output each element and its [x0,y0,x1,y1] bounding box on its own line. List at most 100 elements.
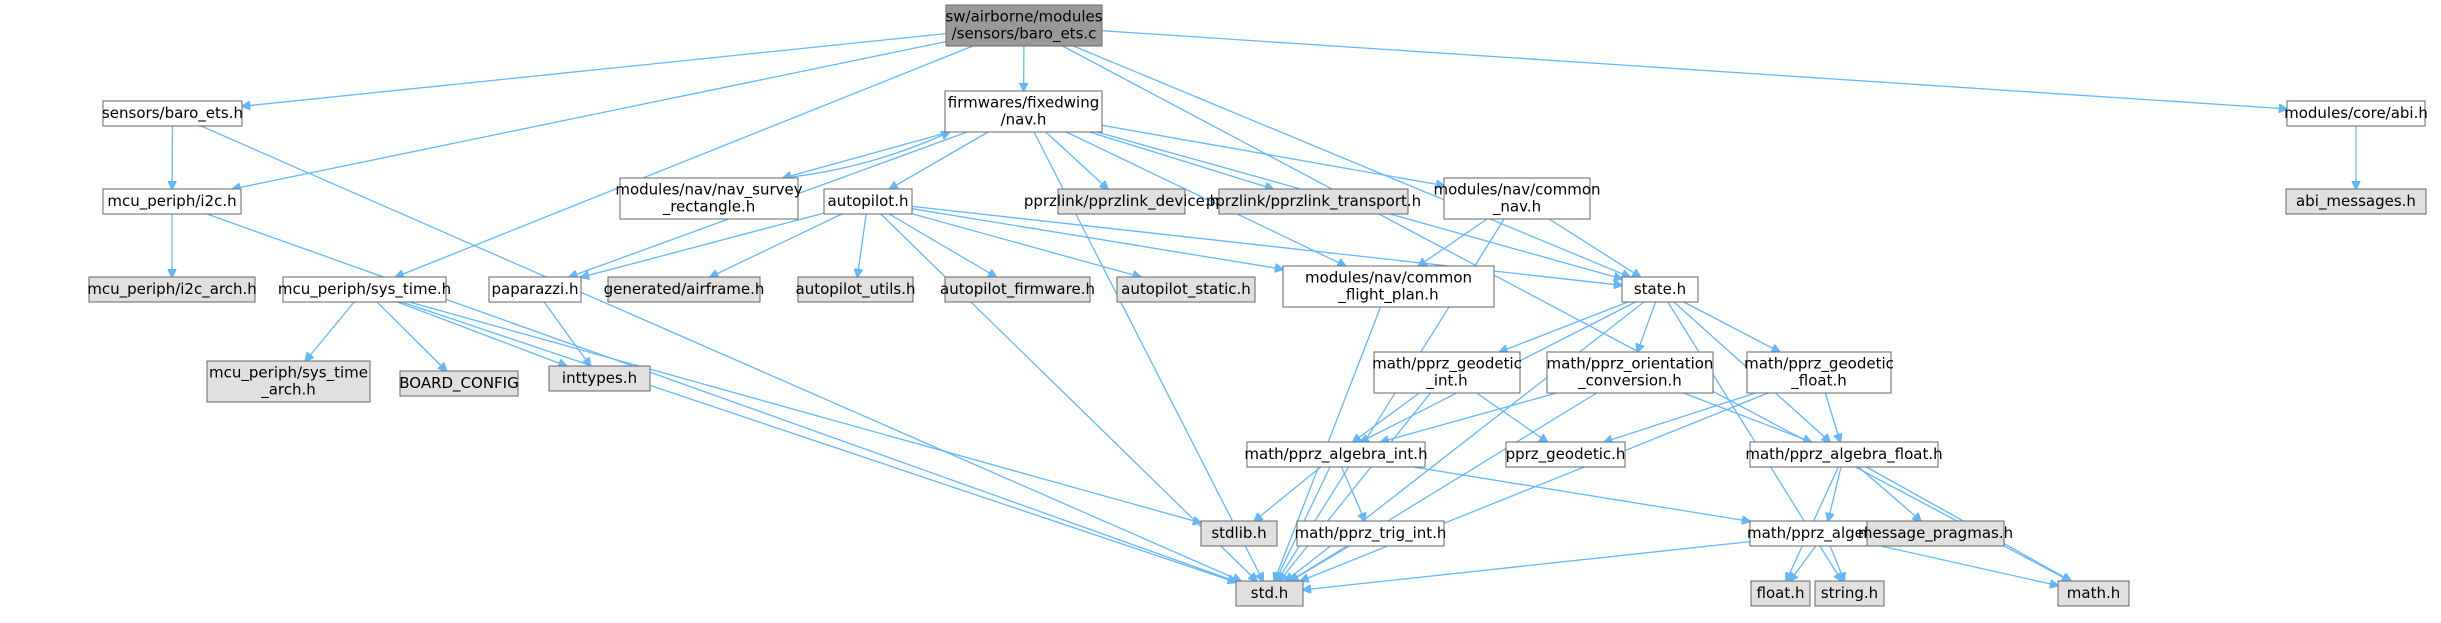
node-label: generated/airframe.h [604,280,765,298]
node-box [944,276,1091,303]
edge-n2-to-n11 [1101,124,1444,185]
node-box [1505,441,1626,468]
node-n14: generated/airframe.h [604,276,765,303]
node-n8[interactable]: autopilot.h [823,188,913,215]
node-label: _int.h [1425,372,1467,391]
node-box [619,177,799,220]
node-label: string.h [1821,584,1878,602]
node-label: abi_messages.h [2296,192,2416,211]
node-label: pprzlink/pprzlink_device.h [1024,192,1219,211]
node-n23[interactable]: math/pprz_geodetic_int.h [1372,351,1522,394]
node-label: float.h [1757,584,1805,602]
edge-n12-to-n29 [409,301,1201,523]
node-box [1443,177,1591,220]
edge-n12-to-n22 [397,301,567,366]
node-label: math/pprz_trig_int.h [1295,524,1447,543]
edge-n8-to-n15 [857,213,867,277]
node-label: math.h [2067,584,2120,602]
node-n29: stdlib.h [1200,520,1278,547]
edge-n23-to-n33 [1280,392,1432,581]
node-label: sw/airborne/modules [945,8,1102,26]
node-n27[interactable]: pprz_geodetic.h [1505,441,1626,468]
edge-n23-to-n26 [1353,392,1420,442]
node-n34: float.h [1750,580,1811,607]
node-label: modules/nav/common [1305,269,1472,287]
edge-n24-to-n28 [1683,392,1812,442]
node-box [1866,520,2005,547]
node-label: math/pprz_geodetic [1744,355,1894,374]
node-n3[interactable]: modules/core/abi.h [2284,100,2428,127]
node-n11[interactable]: modules/nav/common_nav.h [1433,177,1601,220]
node-n25[interactable]: math/pprz_geodetic_float.h [1744,351,1894,394]
node-label: autopilot_utils.h [796,280,916,299]
edge-n0-to-n12 [396,45,974,277]
node-n24[interactable]: math/pprz_orientation_conversion.h [1546,351,1714,394]
node-box [1296,520,1445,547]
node-box [1246,441,1426,468]
node-n1[interactable]: sensors/baro_ets.h [102,100,243,127]
node-label: pprz_geodetic.h [1506,445,1626,464]
node-n10: pprzlink/pprzlink_transport.h [1206,188,1421,215]
node-box [399,370,519,397]
node-box [1235,580,1304,607]
node-label: _flight_plan.h [1337,286,1438,305]
node-label: mcu_periph/i2c.h [107,192,236,211]
edge-n8-to-n18 [911,208,1283,270]
node-n22: inttypes.h [548,365,651,392]
edge-n0-to-n36 [1062,45,2070,581]
node-box [1057,188,1186,215]
edge-n8-to-n14 [710,213,843,277]
node-label: math/pprz_orientation [1547,355,1714,374]
node-n2[interactable]: firmwares/fixedwing/nav.h [944,90,1103,133]
node-n6: mcu_periph/i2c_arch.h [87,276,257,303]
node-box [1116,276,1256,303]
edge-n24-to-n33 [1290,392,1597,581]
node-label: _arch.h [260,381,316,400]
edge-n2-to-n8 [890,131,989,189]
edge-n13-to-n22 [543,301,590,366]
node-label: mcu_periph/i2c_arch.h [87,280,257,299]
node-label: modules/nav/nav_survey [615,181,802,200]
node-n21: BOARD_CONFIG [399,370,519,397]
edge-n19-to-n25 [1683,301,1780,352]
node-n5[interactable]: mcu_periph/i2c.h [102,188,242,215]
node-label: /nav.h [1001,111,1047,129]
node-label: BOARD_CONFIG [399,374,518,393]
node-n17: autopilot_static.h [1116,276,1256,303]
node-n4: abi_messages.h [2285,188,2427,215]
node-n30[interactable]: math/pprz_trig_int.h [1295,520,1447,547]
edge-n31-to-n34 [1790,545,1817,581]
node-label: _conversion.h [1577,372,1682,391]
node-label: stdlib.h [1211,524,1266,542]
node-box [1218,188,1409,215]
node-box [945,4,1103,47]
node-box [823,188,913,215]
node-label: firmwares/fixedwing [948,94,1099,112]
edge-n5-to-n33 [206,213,1236,582]
node-n12[interactable]: mcu_periph/sys_time.h [278,276,451,303]
node-box [488,276,582,303]
node-box [282,276,447,303]
node-n28[interactable]: math/pprz_algebra_float.h [1745,441,1943,468]
edge-n24-to-n26 [1381,392,1557,442]
node-n0[interactable]: sw/airborne/modules/sensors/baro_ets.c [945,4,1103,47]
node-n35: string.h [1814,580,1885,607]
node-label: math/pprz_algebra.h [1747,524,1903,543]
node-box [1749,441,1939,468]
edge-n1-to-n33 [200,125,1241,581]
node-n13[interactable]: paparazzi.h [488,276,582,303]
node-n9: pprzlink/pprzlink_device.h [1024,188,1219,215]
node-label: paparazzi.h [492,280,579,298]
node-box [102,188,242,215]
node-label: modules/core/abi.h [2284,104,2428,122]
node-label: autopilot_static.h [1121,280,1251,299]
node-label: math/pprz_algebra_int.h [1244,445,1427,464]
node-n26[interactable]: math/pprz_algebra_int.h [1244,441,1428,468]
edge-n31-to-n36 [1880,545,2058,586]
node-n18[interactable]: modules/nav/common_flight_plan.h [1282,265,1495,308]
node-box [1746,351,1892,394]
node-n7[interactable]: modules/nav/nav_survey_rectangle.h [615,177,803,220]
node-n19[interactable]: state.h [1621,276,1699,303]
edge-n12-to-n33 [401,301,1236,582]
edge-n2-to-n9 [1045,131,1108,189]
